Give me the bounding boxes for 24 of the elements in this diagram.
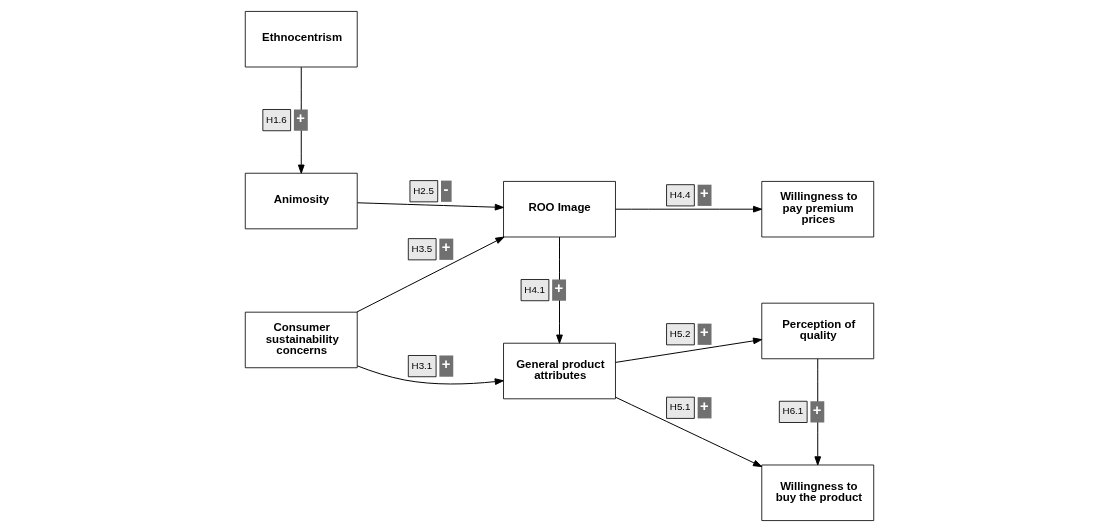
arrow xyxy=(614,337,762,363)
edge-label: H5.1 + xyxy=(669,397,709,414)
node-box: Willingness to buy the product xyxy=(760,464,874,521)
node-box: Ethnocentrism xyxy=(244,11,358,68)
arrow xyxy=(356,365,504,385)
node-box: ROO Image xyxy=(502,181,616,238)
edge-label: H5.2 + xyxy=(669,324,709,341)
node-box: Perception of quality xyxy=(760,302,874,360)
edge-label: H4.1 + xyxy=(523,279,563,296)
arrow xyxy=(297,66,305,174)
arrow xyxy=(555,236,563,344)
edge-label: H6.1 + xyxy=(782,401,821,418)
node-box: Consumer sustainability concerns xyxy=(244,311,358,369)
arrow xyxy=(813,358,821,466)
arrow xyxy=(356,202,504,211)
node-box: Animosity xyxy=(244,172,358,230)
node-box: General product attributes xyxy=(502,342,616,400)
edge-label: H1.6 + xyxy=(265,109,305,126)
node-box: Willingness to pay premium prices xyxy=(760,181,874,238)
edge-label: H4.4 + xyxy=(669,185,709,202)
arrow xyxy=(614,205,762,213)
edge-label: H3.5 + xyxy=(411,239,450,256)
edge-label: H2.5 - xyxy=(412,181,448,197)
edge-label: H3.1 + xyxy=(411,355,450,372)
